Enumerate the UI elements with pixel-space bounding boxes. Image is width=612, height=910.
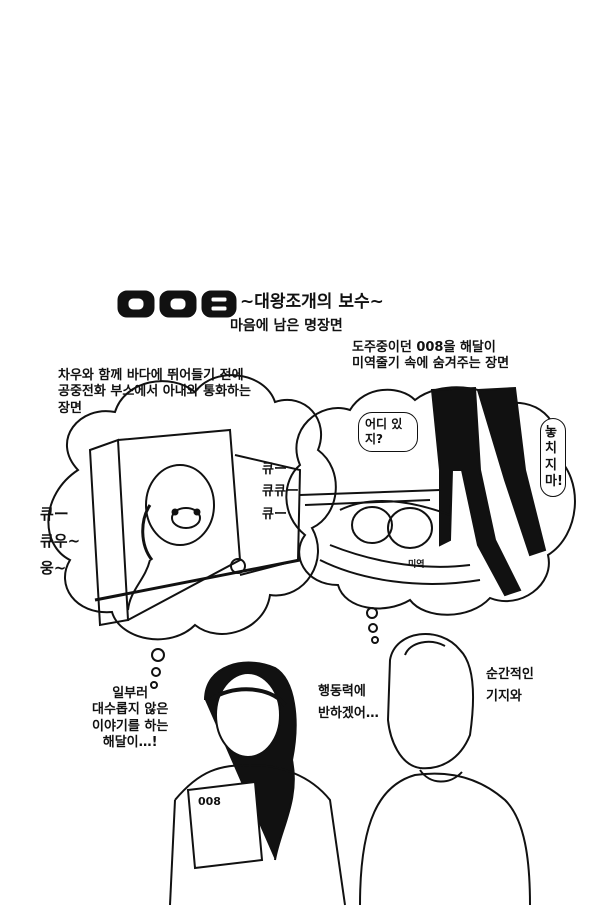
otter-sound: 웅~ bbox=[40, 558, 67, 577]
logo-008-art bbox=[117, 290, 237, 318]
page-subtitle: 마음에 남은 명장면 bbox=[230, 318, 343, 334]
left-caption-line: 장면 bbox=[58, 400, 82, 416]
otter-sound: 큐ー bbox=[262, 462, 287, 477]
speech-line: 순간적인 bbox=[486, 667, 534, 682]
left-caption-line: 공중전화 부스에서 아내와 통화하는 bbox=[58, 384, 251, 400]
speech-line: 행동력에 bbox=[318, 684, 366, 699]
middle-bottom-speech: 행동력에 반하겠어… bbox=[318, 684, 379, 723]
left-caption: 차우와 함께 바다에 뛰어들기 전에 공중전화 부스에서 아내와 통화하는 장면 bbox=[58, 368, 251, 417]
otter-sound: 큐ー bbox=[40, 505, 69, 523]
speech-line: 기지와 bbox=[486, 689, 522, 705]
otter-sound: 큐우~ bbox=[40, 531, 81, 550]
bottom-characters-art bbox=[169, 633, 531, 906]
speech-line: 일부러 bbox=[112, 686, 149, 701]
left-bubble-sounds-left: 큐ー 큐우~ 웅~ bbox=[40, 505, 80, 577]
otter-sound: 큐ー bbox=[262, 506, 287, 522]
seaweed-label: 미역 bbox=[408, 560, 425, 570]
otter-sound: 큐큐ー bbox=[262, 484, 299, 500]
page-title: ~대왕조개의 보수~ bbox=[240, 292, 384, 312]
right-bottom-speech: 순간적인 기지와 bbox=[486, 667, 534, 706]
left-bubble-sounds-right: 큐ー 큐큐ー 큐ー bbox=[262, 462, 299, 523]
speech-where: 어디 있지? bbox=[358, 412, 418, 452]
left-thought-bubble bbox=[47, 374, 337, 689]
speech-line: 해달이…! bbox=[102, 734, 158, 750]
right-caption-line: 도주중이던 008을 해달이 bbox=[352, 340, 496, 355]
speech-line: 반하겠어… bbox=[318, 706, 379, 722]
speech-line: 이야기를 하는 bbox=[92, 718, 169, 734]
paper-label: 008 bbox=[198, 795, 221, 808]
left-bottom-speech: 일부러 대수롭지 않은 이야기를 하는 해달이…! bbox=[92, 686, 168, 751]
right-caption: 도주중이던 008을 해달이 미역줄기 속에 숨겨주는 장면 bbox=[352, 340, 509, 373]
speech-dont-miss: 놓치지 마! bbox=[540, 418, 566, 497]
right-caption-line: 미역줄기 속에 숨겨주는 장면 bbox=[352, 356, 510, 372]
logo-text: 008 bbox=[118, 292, 120, 293]
right-thought-bubble bbox=[285, 386, 576, 644]
speech-line: 대수롭지 않은 bbox=[92, 702, 169, 718]
left-caption-line: 차우와 함께 바다에 뛰어들기 전에 bbox=[58, 368, 244, 383]
